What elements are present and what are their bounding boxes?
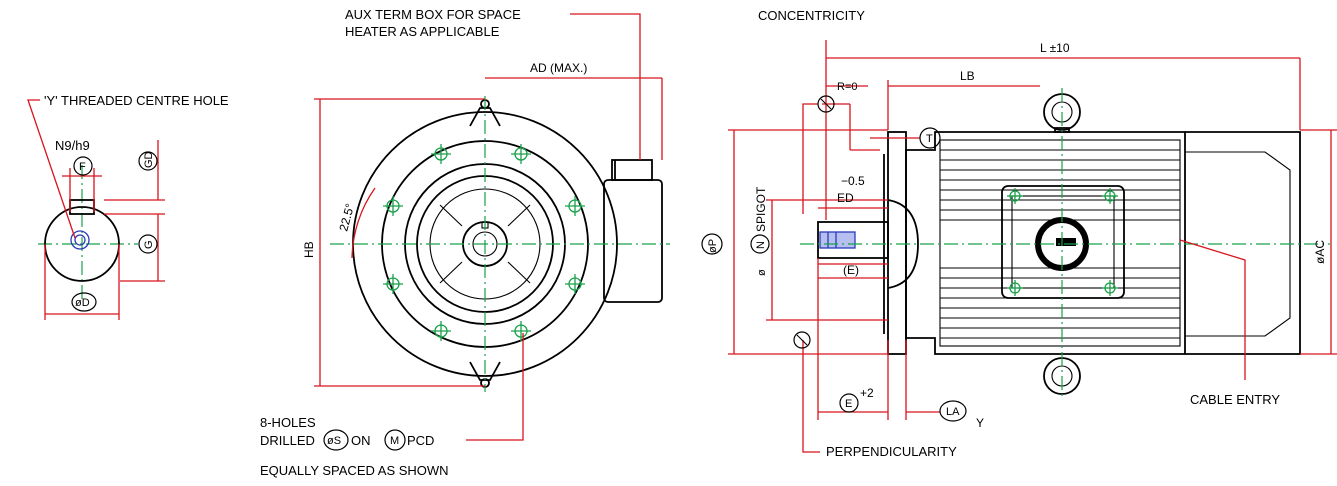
lb-label: LB bbox=[960, 69, 975, 83]
tolerance-label: −0.5 bbox=[841, 174, 865, 188]
holes-label-os: øS bbox=[327, 435, 341, 447]
plus2-label: +2 bbox=[860, 386, 874, 400]
l-label: L ±10 bbox=[1040, 41, 1070, 55]
holes-label-drilled: DRILLED bbox=[260, 433, 315, 448]
holes-label-pcd: PCD bbox=[407, 433, 434, 448]
spigot-n-label: N bbox=[755, 241, 767, 249]
cable-entry-label: CABLE ENTRY bbox=[1190, 392, 1280, 407]
la-label: LA bbox=[946, 406, 960, 418]
flange-front-view bbox=[314, 13, 670, 451]
holes-label-line3: EQUALLY SPACED AS SHOWN bbox=[260, 463, 449, 478]
e-paren-label: (E) bbox=[843, 263, 859, 277]
holes-label-m: M bbox=[390, 435, 399, 447]
shaft-end-view bbox=[27, 99, 165, 320]
op-label: øP bbox=[707, 239, 719, 253]
e-label: E bbox=[845, 398, 852, 410]
hb-label: HB bbox=[302, 241, 316, 258]
ed-label: ED bbox=[837, 191, 854, 205]
aux-term-box-label-1: AUX TERM BOX FOR SPACE bbox=[345, 7, 521, 22]
holes-label-line1: 8-HOLES bbox=[260, 415, 316, 430]
key-fit-label: N9/h9 bbox=[55, 138, 90, 153]
f-label: F bbox=[79, 161, 86, 173]
r0-label: R=0 bbox=[837, 81, 858, 93]
aux-term-box-label-2: HEATER AS APPLICABLE bbox=[345, 24, 500, 39]
y-label: Y bbox=[976, 416, 984, 430]
ad-label: AD (MAX.) bbox=[530, 61, 587, 75]
oac-label: øAC bbox=[1313, 240, 1327, 264]
holes-label-on: ON bbox=[351, 433, 371, 448]
motor-side-view bbox=[701, 40, 1337, 453]
threaded-hole-label: 'Y' THREADED CENTRE HOLE bbox=[44, 93, 229, 108]
perpendicularity-label: PERPENDICULARITY bbox=[826, 444, 957, 459]
cooling-fins bbox=[940, 149, 1180, 339]
g-label: G bbox=[143, 240, 155, 249]
spigot-phi-label: ø bbox=[756, 269, 768, 276]
mounting-holes bbox=[383, 144, 585, 341]
concentricity-label: CONCENTRICITY bbox=[758, 8, 865, 23]
gd-label: GD bbox=[143, 151, 155, 168]
t-label: T bbox=[926, 133, 933, 145]
od-label: øD bbox=[75, 297, 90, 309]
spigot-word-label: SPIGOT bbox=[754, 186, 768, 232]
